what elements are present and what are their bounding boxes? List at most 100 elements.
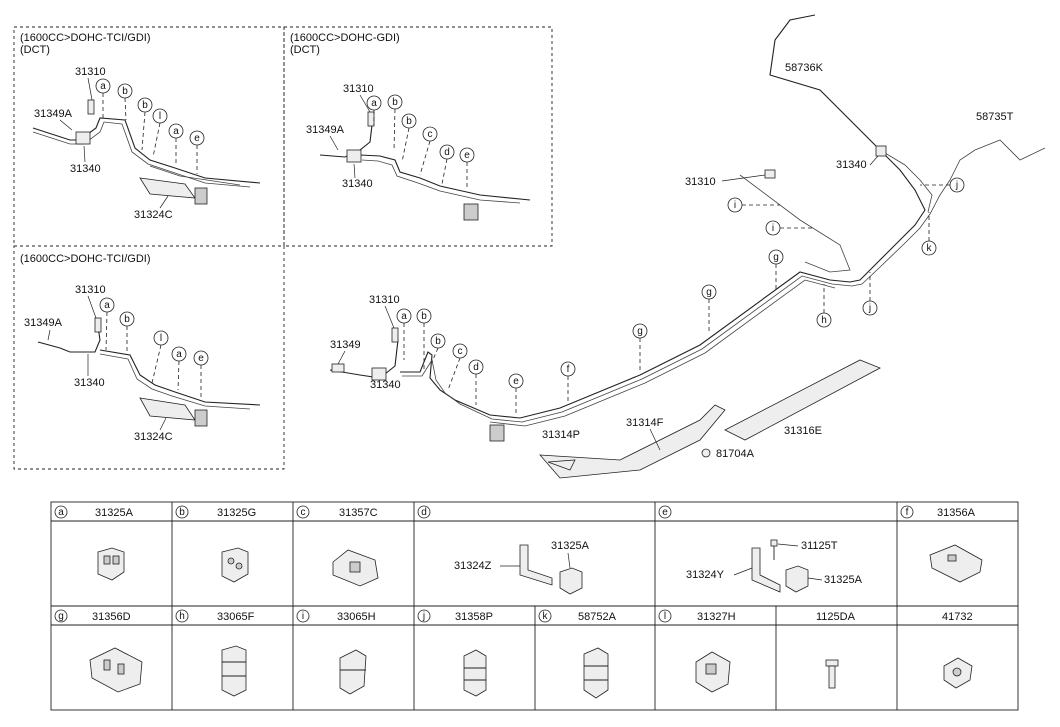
svg-text:h: h [821,315,827,326]
clip-31358P-icon [463,649,487,697]
svg-text:1125DA: 1125DA [816,611,856,623]
svg-text:58752A: 58752A [578,611,617,623]
main-callout-g2: g [701,284,717,333]
variant-2-subtitle: (DCT) [290,44,320,56]
svg-text:a: a [401,311,407,322]
main-callout-c: c [447,343,468,391]
v2-callout-b1: b [387,94,403,151]
svg-text:a: a [371,98,377,109]
svg-text:31327H: 31327H [697,611,736,623]
main-callout-b2: b [430,333,446,363]
hose-end-31310 [391,327,399,343]
v3-callout-a2: a [171,346,187,391]
hose-end-31310-top [764,169,776,179]
variant-gdi-dct: (1600CC>DOHC-GDI) (DCT) 31310 31349A 313… [283,26,553,247]
main-label-58735T: 58735T [976,111,1014,123]
svg-text:l: l [160,333,162,344]
v1-label-31340: 31340 [70,163,101,175]
svg-text:d: d [473,362,479,373]
svg-text:i: i [302,611,304,622]
v1-callout-a2: a [168,123,184,166]
svg-text:k: k [543,611,549,622]
v1-callout-l: l [152,108,168,158]
svg-text:b: b [142,100,148,111]
svg-text:c: c [301,507,306,518]
main-callout-i1: i [727,197,780,213]
v1-callout-b1: b [117,83,133,121]
main-callout-e: e [508,373,524,414]
svg-text:i: i [734,200,736,211]
main-callout-i2: i [765,220,815,236]
svg-text:b: b [392,97,398,108]
svg-text:k: k [927,243,933,254]
bracket-31324Z-icon [519,544,553,586]
clip-31357C-icon [332,549,379,587]
svg-text:f: f [567,364,570,375]
svg-text:c: c [458,346,463,357]
svg-text:33065H: 33065H [337,611,376,623]
clip-31356A-icon [929,544,983,583]
legend-e-clip-label: 31325A [824,574,863,586]
main-label-31340: 31340 [370,379,401,391]
skid-plate-31314F [539,404,726,479]
variant-1-title: (1600CC>DOHC-TCI/GDI) [20,32,151,44]
svg-text:g: g [637,326,643,337]
svg-text:a: a [176,349,182,360]
legend-cell-41732: 41732 [942,611,973,623]
clip-assembly [194,409,208,427]
main-label-31340-top: 31340 [836,159,867,171]
svg-text:e: e [194,133,200,144]
clip-assembly [194,187,208,205]
svg-text:d: d [421,507,427,518]
svg-text:a: a [173,126,179,137]
v3-label-31340: 31340 [74,377,105,389]
svg-text:41732: 41732 [942,611,973,623]
connector-31340 [371,367,387,381]
connector-31340-top [875,145,887,157]
main-callout-j1: j [920,177,965,193]
clip-41732-icon [943,657,973,689]
svg-text:e: e [198,353,204,364]
main-callout-g1: g [768,249,784,290]
svg-text:c: c [428,129,433,140]
bolt-81704A [701,448,711,458]
legend-e-bracket-label: 31324Y [686,569,725,581]
svg-text:31325A: 31325A [95,507,134,519]
svg-text:g: g [773,252,779,263]
svg-text:a: a [100,81,106,92]
svg-text:a: a [104,300,110,311]
main-callout-d: d [468,359,484,405]
main-label-31314F: 31314F [626,417,664,429]
hose-end-31310 [94,317,102,333]
clip-31356D-icon [89,647,143,693]
clip-31325G-icon [221,547,249,583]
variant-1-subtitle: (DCT) [20,44,50,56]
variant-box-2 [283,26,553,247]
svg-text:h: h [179,611,185,622]
main-fuel-line-assembly: 58736K 58735T 31340 31310 31310 31349 31… [329,14,1046,479]
main-label-81704A: 81704A [716,448,755,460]
clip-31325A-icon [559,567,583,595]
svg-text:i: i [772,223,774,234]
clip-58752A-icon [583,647,609,699]
legend-d-clip-label: 31325A [551,540,590,552]
v2-callout-a: a [366,95,382,125]
main-label-31314P: 31314P [542,429,580,441]
bolt-1125DA-icon [825,659,839,689]
clip-31325A-icon [97,547,125,581]
bracket-31324C [139,397,196,421]
svg-text:b: b [122,86,128,97]
clip-33065H-icon [339,649,367,695]
svg-text:e: e [513,376,519,387]
v3-callout-a1: a [99,297,115,351]
connector-31340 [346,149,362,163]
legend-cell-e: e [658,505,672,519]
main-callout-a: a [396,308,412,360]
v2-callout-e: e [459,147,475,190]
v2-label-31340: 31340 [342,178,373,190]
svg-text:31358P: 31358P [455,611,493,623]
clip-31327H-icon [695,651,731,693]
legend-cell-i: i 33065H [296,609,376,623]
